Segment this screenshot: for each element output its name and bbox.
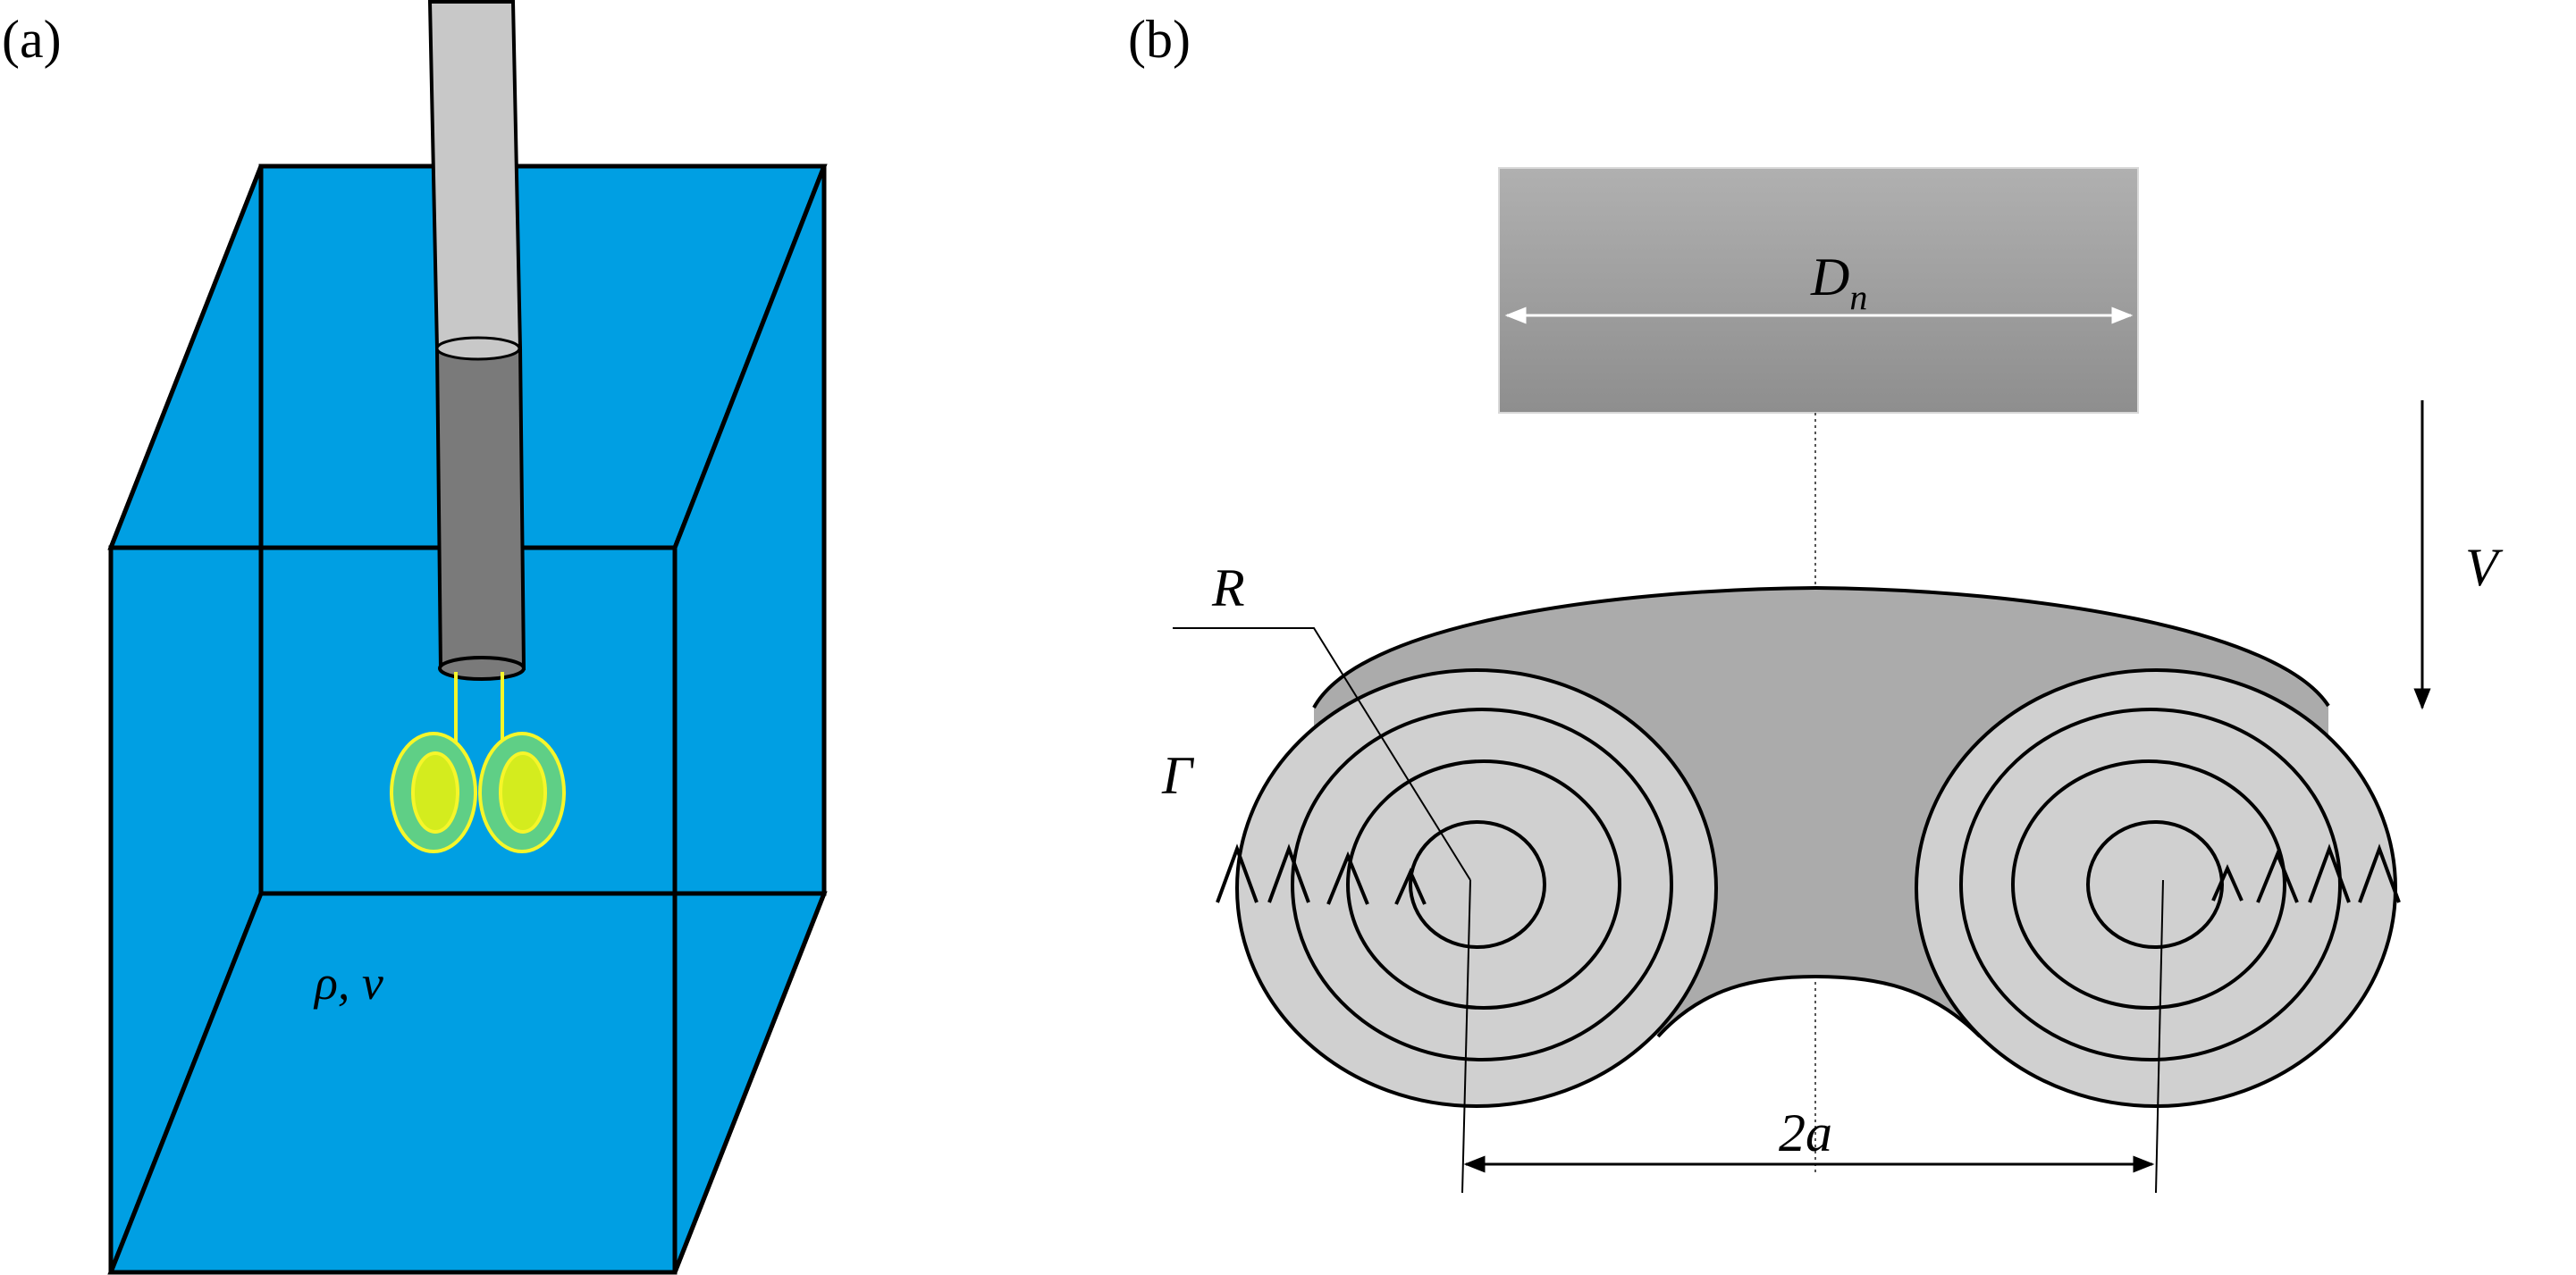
radius-leader-line [1173,627,1471,881]
circulation-chevron-icon [2308,843,2351,903]
left-core-ring-3 [1346,759,1621,1010]
circulation-chevron-icon [1326,851,1369,905]
circulation-label: Γ [1161,746,1195,805]
nozzle-diameter-label: Dn [1810,247,1867,317]
panel-b-label: (b) [1128,10,1191,69]
circulation-chevron-icon [2358,843,2401,903]
right-core-center-line [2155,879,2164,1194]
tube-outlet-ellipse [438,656,526,681]
circulation-chevron-icon [1267,843,1310,903]
radius-indicator: R [1173,558,1471,881]
nozzle-diameter-subscript: n [1849,277,1867,317]
circulation-arrows [1216,843,2401,905]
left-core-ring-1 [1235,668,1718,1108]
left-core-center-line [1461,879,1471,1194]
torus-inner-arc [1656,974,1982,1038]
nozzle-diameter-symbol: D [1810,247,1849,306]
panel-a-label: (a) [2,10,62,69]
panel-b: (b) Dn V [1128,10,2504,1194]
nozzle-body [1498,167,2139,414]
left-core-ring-2 [1291,708,1673,1061]
tube-interface-ellipse [435,336,521,361]
fluid-properties-label: ρ, ν [313,956,383,1010]
vortex-ring [1216,585,2401,1194]
nozzle: Dn [1498,167,2139,414]
separation-label: 2a [1779,1103,1832,1162]
right-vortex-core [1915,668,2397,1108]
radius-label: R [1211,558,1245,617]
torus-inner-underside [1658,893,1980,1036]
left-core-ring-4 [1409,820,1546,949]
torus-top-outline [1312,585,2330,709]
vortex-right-inner [499,751,547,834]
velocity-label: V [2465,538,2504,597]
panel-a: (a) [2,0,828,1275]
right-core-ring-1 [1915,668,2397,1108]
injection-tube [427,0,526,681]
left-vortex-core [1235,668,1718,1108]
water-tank [107,164,828,1275]
right-core-ring-2 [1959,708,2342,1061]
dye-vortex-pair [390,672,566,853]
tube-lower-section [434,347,526,670]
velocity-indicator: V [2413,400,2504,710]
circulation-chevron-icon [1216,843,1259,903]
separation-indicator: 2a [1463,1103,2155,1173]
tube-upper-section [427,0,523,350]
circulation-chevron-icon [1394,868,1427,905]
vortex-left-inner [411,751,459,834]
right-core-ring-3 [2011,759,2286,1010]
circulation-chevron-icon [2256,849,2299,903]
circulation-chevron-icon [2211,864,2243,902]
